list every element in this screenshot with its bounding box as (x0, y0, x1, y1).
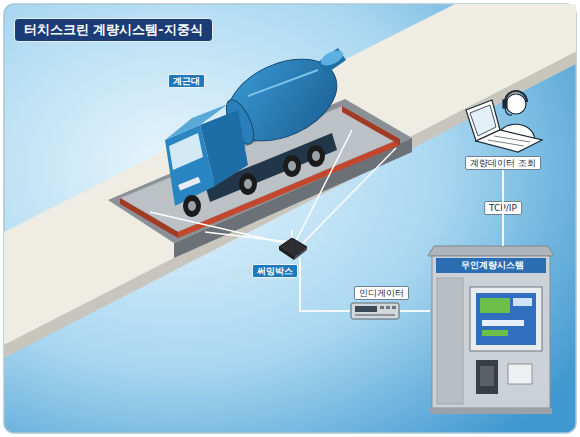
mixer-truck (165, 43, 350, 217)
indicator (386, 306, 390, 309)
mixer-truck (183, 145, 325, 217)
operator-pc (470, 105, 496, 136)
background (4, 4, 576, 433)
summing-box (279, 238, 307, 260)
indicator (392, 306, 396, 309)
summing-box (294, 247, 307, 260)
connector-line (291, 230, 293, 238)
connector-line (400, 310, 430, 312)
connector-line (502, 170, 504, 246)
road (4, 4, 576, 345)
operator-pc (466, 91, 542, 152)
mixer-truck (319, 47, 346, 68)
kiosk (428, 246, 554, 256)
kiosk (480, 366, 494, 386)
summing-box (279, 247, 294, 260)
summing-box (279, 238, 307, 257)
mixer-truck (307, 145, 325, 167)
connector-line (300, 258, 350, 311)
kiosk (480, 298, 510, 313)
mixer-truck (312, 151, 320, 161)
load-cell-wire (205, 232, 290, 242)
mixer-truck (165, 125, 215, 206)
operator-pc (505, 91, 527, 102)
operator-pc (505, 108, 512, 115)
load-cell-wire (150, 130, 396, 244)
summing-box: 써밍박스 (278, 238, 306, 258)
operator-pc: 계량데이터 조회 (462, 92, 544, 170)
kiosk (436, 258, 546, 273)
indicator (355, 306, 377, 312)
mixer-truck (244, 179, 252, 189)
node-label: 무인계량시스템 (457, 259, 528, 271)
mixer-truck (169, 133, 203, 170)
road (4, 4, 576, 358)
kiosk (482, 330, 508, 336)
weighbridge-pit (342, 106, 400, 145)
kiosk (513, 298, 532, 306)
kiosk (476, 293, 536, 345)
indicator (351, 303, 399, 319)
kiosk (470, 287, 542, 351)
indicator: 인디게이터 (350, 302, 400, 320)
mixer-truck (288, 161, 296, 171)
kiosk: 무인계량시스템 (430, 246, 554, 414)
indicator (380, 306, 384, 309)
mixer-truck (283, 155, 301, 177)
weighbridge-pit (120, 198, 178, 238)
mixer-truck (318, 48, 346, 74)
node-label: 계량데이터 조회 (465, 156, 541, 170)
node-label: 계근대 (168, 74, 205, 88)
diagram-title: 터치스크린 계량시스템-지중식 (14, 18, 213, 42)
edge-label: TCP/IP (484, 201, 522, 215)
mixer-truck (183, 195, 201, 217)
node-label: 써밍박스 (252, 264, 298, 278)
operator-pc (488, 140, 524, 146)
kiosk (432, 256, 550, 408)
operator-pc (503, 100, 507, 108)
scale-platform: 계근대 (150, 110, 380, 230)
kiosk (508, 364, 532, 384)
mixer-truck (178, 177, 201, 191)
kiosk (476, 360, 498, 394)
mixer-truck (188, 201, 196, 211)
kiosk (430, 408, 552, 414)
kiosk (482, 320, 524, 326)
kiosk (428, 246, 554, 414)
mixer-truck (248, 70, 318, 96)
kiosk (437, 278, 463, 404)
indicator (355, 314, 395, 316)
mixer-truck (239, 173, 257, 195)
mixer-truck (188, 151, 320, 211)
operator-pc (476, 130, 542, 152)
node-label: 인디게이터 (354, 286, 409, 300)
indicator (351, 303, 399, 319)
operator-pc (494, 136, 530, 142)
operator-pc (506, 94, 526, 114)
